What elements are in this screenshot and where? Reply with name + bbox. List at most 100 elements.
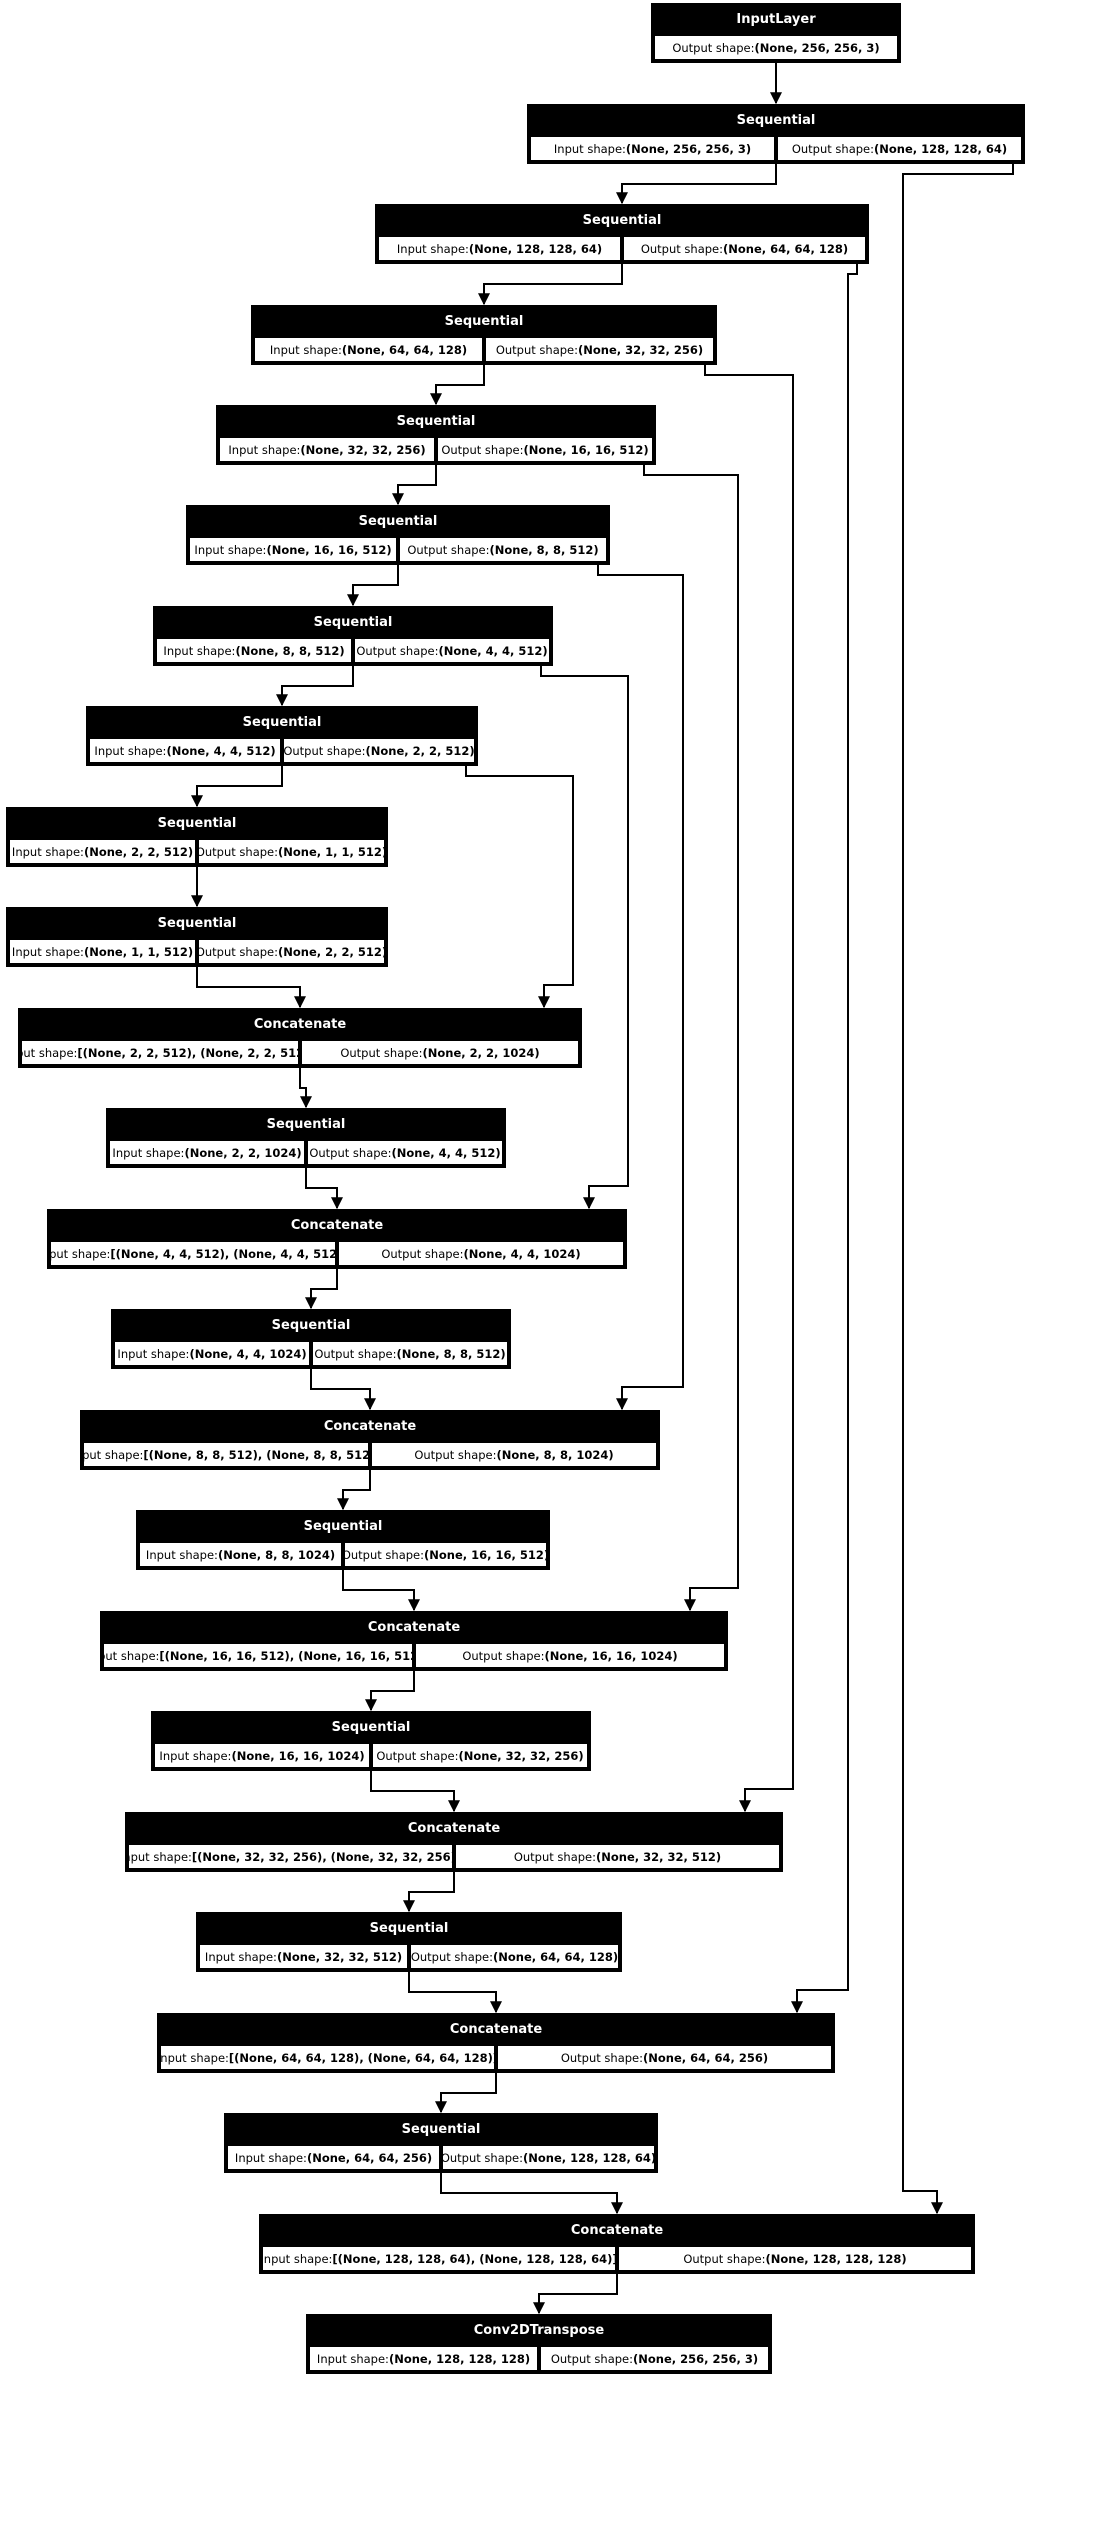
output-shape-cell-value: (None, 32, 32, 256) — [578, 342, 704, 357]
output-shape-cell-prefix: Output shape: — [197, 844, 279, 859]
input-shape-cell-prefix: Input shape: — [261, 2251, 333, 2266]
output-shape-cell: Output shape: (None, 32, 32, 256) — [484, 336, 715, 363]
input-shape-cell: Input shape: [(None, 2, 2, 512), (None, … — [20, 1039, 300, 1066]
output-shape-cell: Output shape: (None, 128, 128, 64) — [776, 135, 1023, 162]
output-shape-cell: Output shape: (None, 4, 4, 1024) — [337, 1240, 625, 1267]
node-shape-row: Input shape: (None, 8, 8, 512)Output sha… — [155, 637, 551, 664]
input-shape-cell-value: [(None, 16, 16, 512), (None, 16, 16, 512… — [159, 1648, 414, 1663]
input-shape-cell: Input shape: (None, 16, 16, 512) — [188, 536, 398, 563]
graph-edge — [704, 365, 794, 1813]
input-shape-cell-prefix: Input shape: — [49, 1246, 111, 1261]
output-shape-cell: Output shape: (None, 128, 128, 128) — [617, 2245, 973, 2272]
output-shape-cell-value: (None, 8, 8, 512) — [396, 1346, 506, 1361]
graph-edge — [310, 1369, 376, 1411]
output-shape-cell: Output shape: (None, 64, 64, 256) — [496, 2044, 833, 2071]
output-shape-cell-prefix: Output shape: — [560, 2050, 644, 2065]
output-shape-cell: Output shape: (None, 2, 2, 512) — [197, 938, 386, 965]
output-shape-cell: Output shape: (None, 256, 256, 3) — [653, 34, 899, 61]
graph-edge — [342, 1570, 420, 1612]
node-type-label: Sequential — [108, 1110, 504, 1139]
input-shape-cell-value: (None, 128, 128, 64) — [468, 241, 603, 256]
output-shape-cell-value: (None, 16, 16, 512) — [523, 442, 649, 457]
output-shape-cell-value: (None, 256, 256, 3) — [633, 2351, 759, 2366]
output-shape-cell: Output shape: (None, 8, 8, 512) — [311, 1340, 509, 1367]
input-shape-cell-value: (None, 16, 16, 512) — [266, 542, 392, 557]
input-shape-cell: Input shape: (None, 2, 2, 1024) — [108, 1139, 306, 1166]
output-shape-cell-value: (None, 16, 16, 512) — [424, 1547, 548, 1562]
node-type-label: Conv2DTranspose — [308, 2316, 770, 2345]
input-shape-cell-prefix: Input shape: — [11, 844, 84, 859]
output-shape-cell-value: (None, 256, 256, 3) — [754, 40, 880, 55]
graph-edge — [392, 465, 437, 506]
node-type-label: Concatenate — [127, 1814, 781, 1843]
input-shape-cell: Input shape: (None, 8, 8, 512) — [155, 637, 353, 664]
input-shape-cell-prefix: Input shape: — [145, 1547, 218, 1562]
input-shape-cell-value: [(None, 64, 64, 128), (None, 64, 64, 128… — [228, 2050, 496, 2065]
output-shape-cell-value: (None, 1, 1, 512) — [278, 844, 386, 859]
graph-edge — [370, 1771, 460, 1813]
graph-edge — [276, 666, 354, 707]
node-type-label: Sequential — [529, 106, 1023, 135]
output-shape-cell-prefix: Output shape: — [414, 1447, 497, 1462]
node-shape-row: Input shape: (None, 4, 4, 512)Output sha… — [88, 737, 476, 764]
node-type-label: Concatenate — [20, 1010, 580, 1039]
graph-edge — [643, 465, 739, 1612]
input-shape-cell: Input shape: (None, 128, 128, 128) — [308, 2345, 539, 2372]
input-shape-cell-prefix: Input shape: — [228, 442, 301, 457]
graph-edge — [408, 1972, 502, 2014]
output-shape-cell-value: (None, 4, 4, 1024) — [463, 1246, 581, 1261]
output-shape-cell-value: (None, 64, 64, 128) — [493, 1949, 619, 1964]
graph-edge — [533, 2274, 618, 2315]
input-shape-cell-prefix: Input shape: — [112, 1145, 185, 1160]
output-shape-cell-prefix: Output shape: — [410, 1949, 494, 1964]
node-shape-row: Input shape: (None, 16, 16, 512)Output s… — [188, 536, 608, 563]
node-type-label: Sequential — [198, 1914, 620, 1943]
output-shape-cell: Output shape: (None, 16, 16, 512) — [343, 1541, 548, 1568]
node-type-label: Sequential — [138, 1512, 548, 1541]
output-shape-cell-prefix: Output shape: — [513, 1849, 597, 1864]
input-shape-cell: Input shape: [(None, 64, 64, 128), (None… — [159, 2044, 496, 2071]
input-shape-cell-prefix: Input shape: — [163, 643, 236, 658]
node-type-label: Sequential — [155, 608, 551, 637]
input-shape-cell-value: (None, 8, 8, 512) — [235, 643, 345, 658]
input-shape-cell-prefix: Input shape: — [127, 1849, 192, 1864]
graph-edge — [540, 666, 629, 1210]
input-shape-cell: Input shape: (None, 16, 16, 1024) — [153, 1742, 371, 1769]
node-type-label: Concatenate — [261, 2216, 973, 2245]
node-shape-row: Input shape: (None, 2, 2, 512)Output sha… — [8, 838, 386, 865]
input-shape-cell: Input shape: (None, 32, 32, 512) — [198, 1943, 409, 1970]
output-shape-cell-prefix: Output shape: — [283, 743, 366, 758]
node-shape-row: Input shape: (None, 64, 64, 256)Output s… — [226, 2144, 656, 2171]
graph-edge — [435, 2073, 497, 2114]
node-shape-row: Input shape: (None, 128, 128, 64)Output … — [377, 235, 867, 262]
output-shape-cell: Output shape: (None, 16, 16, 512) — [436, 436, 654, 463]
output-shape-cell-value: (None, 32, 32, 256) — [458, 1748, 584, 1763]
input-shape-cell-value: [(None, 4, 4, 512), (None, 4, 4, 512)] — [110, 1246, 337, 1261]
node-shape-row: Input shape: (None, 64, 64, 128)Output s… — [253, 336, 715, 363]
input-shape-cell-value: (None, 32, 32, 512) — [276, 1949, 403, 1964]
